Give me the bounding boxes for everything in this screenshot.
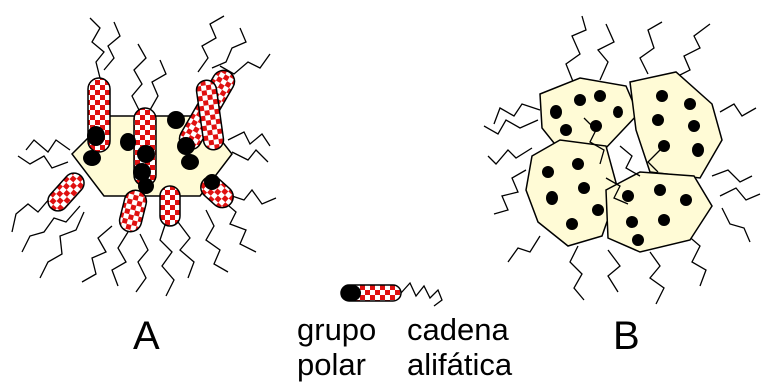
- legend-icon: [341, 283, 442, 306]
- legend-polar-group-label-line1: grupo: [297, 314, 376, 345]
- structure-b-label: B: [613, 316, 640, 356]
- legend-aliphatic-chain-icon: [401, 283, 442, 306]
- structure-b-aliphatic-chains: [484, 16, 760, 304]
- legend-polar-group-label-line2: polar: [297, 349, 366, 380]
- legend-aliphatic-chain-label-line2: alifática: [407, 349, 512, 380]
- structure-a: [12, 16, 276, 296]
- legend-polar-head-icon: [341, 285, 361, 301]
- structure-b: [484, 16, 760, 304]
- legend-aliphatic-chain-label-line1: cadena: [407, 314, 509, 345]
- structure-a-label: A: [133, 316, 160, 356]
